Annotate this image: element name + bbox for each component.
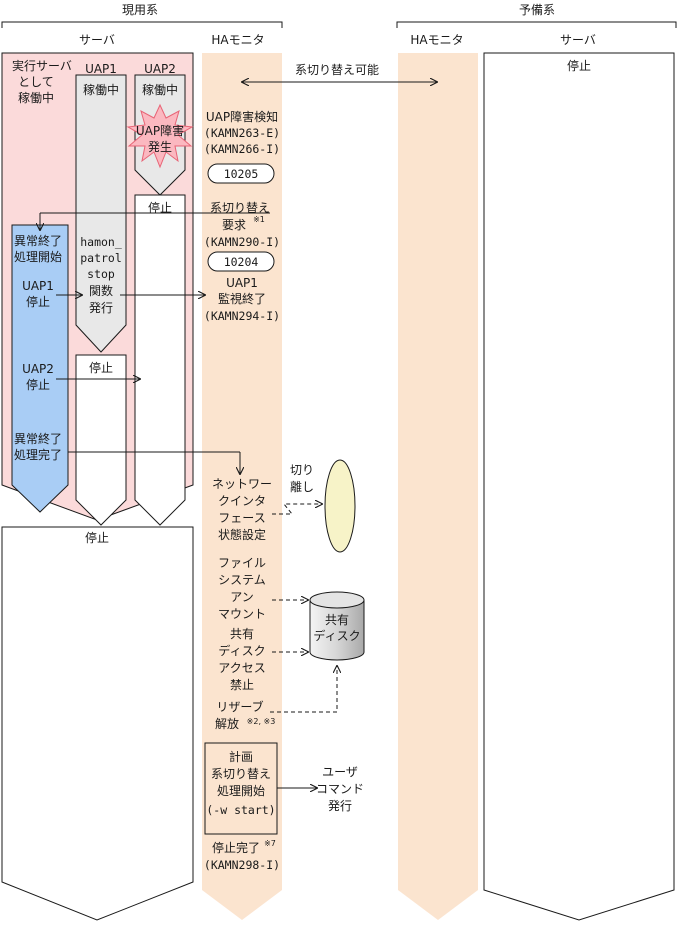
stop-done-code: (KAMN298-I) (204, 858, 280, 872)
abnormal-done-label-2: 処理完了 (14, 447, 62, 462)
disk-label-1: 共有 (325, 613, 349, 627)
uap1-func-label-1: hamon_ (80, 235, 122, 249)
fs-label-4: マウント (218, 607, 266, 621)
detach-label-2: 離し (290, 480, 314, 494)
uap1-header: UAP1 (85, 62, 117, 76)
shared-disk-top (309, 591, 365, 609)
nic-label-3: フェース (218, 511, 265, 525)
standby-system-header: 予備系 (519, 2, 555, 17)
abnormal-start-label-1: 異常終了 (14, 233, 62, 248)
access-label-3: アクセス (218, 661, 265, 675)
user-cmd-label-2: コマンド (316, 782, 364, 796)
access-label-4: 禁止 (230, 678, 254, 692)
nic-label-1: ネットワー (212, 477, 272, 491)
access-label-1: 共有 (230, 627, 254, 641)
reserve-release-arrow (270, 666, 337, 713)
fs-label-3: アン (230, 590, 254, 604)
request-label-2: 要求 (222, 218, 246, 232)
uap2-stop-label-2: 停止 (26, 377, 50, 392)
ha-monitor-header: HAモニタ (211, 33, 264, 47)
reserve-label-2: 解放 (215, 716, 239, 731)
uap1-running-label: 稼働中 (83, 82, 119, 97)
active-system-bracket (1, 21, 283, 28)
uap1-func-label-3: stop (87, 267, 115, 281)
planned-label-4: (-w start) (206, 803, 275, 817)
reserve-note: ※2, ※3 (247, 717, 276, 726)
server-header: サーバ (79, 33, 115, 47)
monitor-end-label-2: 監視終了 (218, 291, 266, 306)
nic-detach-ellipse (324, 459, 356, 553)
uap1-func-label-5: 発行 (89, 301, 113, 315)
code-badge-1-label: 10205 (224, 167, 259, 181)
planned-label-3: 処理開始 (217, 784, 265, 798)
planned-label-1: 計画 (229, 749, 253, 764)
access-label-2: ディスク (218, 643, 265, 658)
standby-ha-monitor-header: HAモニタ (410, 33, 463, 47)
uap1-stop-label-2: 停止 (26, 294, 50, 309)
server-stopped-lane (1, 526, 194, 921)
stop-done-label: 停止完了 (212, 840, 260, 855)
uap1-func-label-4: 関数 (89, 283, 113, 298)
exec-server-label-3: 稼働中 (18, 90, 54, 105)
abnormal-done-label-1: 異常終了 (14, 431, 62, 446)
user-cmd-label-1: ユーザ (322, 765, 358, 779)
detect-label-2: (KAMN263-E) (204, 126, 280, 140)
request-label-1: 系切り替え (210, 201, 270, 215)
fs-label-1: ファイル (218, 556, 266, 570)
shared-disk-body (309, 600, 365, 661)
nic-label-4: 状態設定 (218, 527, 266, 542)
code-badge-1 (207, 163, 275, 184)
user-cmd-label-3: 発行 (328, 799, 352, 813)
code-badge-2 (207, 251, 275, 272)
reserve-label-1: リザーブ (216, 699, 263, 714)
nic-label-2: クインタ (218, 494, 266, 508)
standby-server-header: サーバ (560, 33, 596, 47)
active-system-header: 現用系 (122, 3, 158, 17)
exec-server-label-2: として (18, 75, 54, 89)
uap1-stopped-lane (75, 354, 127, 526)
standby-system-bracket (396, 21, 677, 28)
uap-failure-label-1: UAP障害 (136, 123, 184, 138)
standby-server-lane (483, 52, 675, 921)
server-stopped-label: 停止 (85, 530, 109, 545)
standby-stopped-label: 停止 (567, 58, 591, 73)
fs-label-2: システム (218, 573, 266, 587)
uap2-stop-label-1: UAP2 (22, 362, 54, 376)
abnormal-end-arrow (11, 224, 69, 513)
nic-detach-arrow (272, 504, 322, 515)
uap2-header: UAP2 (144, 62, 176, 76)
uap2-stopped-label: 停止 (148, 200, 172, 215)
abnormal-start-label-2: 処理開始 (14, 250, 62, 264)
planned-label-2: 系切り替え (211, 767, 271, 781)
uap-failure-burst (126, 103, 194, 169)
switchable-label: 系切り替え可能 (295, 63, 379, 77)
detect-label-3: (KAMN266-I) (204, 142, 280, 156)
uap2-running-label: 稼働中 (142, 82, 178, 97)
uap-failure-label-2: 発生 (148, 140, 172, 154)
code-badge-2-label: 10204 (224, 255, 259, 269)
disk-label-2: ディスク (313, 628, 360, 643)
stop-done-note: ※7 (264, 839, 276, 848)
detect-label-1: UAP障害検知 (206, 109, 278, 124)
uap1-stop-label-1: UAP1 (22, 279, 54, 293)
request-note: ※1 (253, 215, 265, 224)
switchable-label-bg (284, 60, 392, 78)
standby-ha-monitor-bar (398, 53, 478, 920)
uap1-stopped-label: 停止 (89, 360, 113, 375)
request-label-3: (KAMN290-I) (204, 235, 280, 249)
uap1-func-label-2: patrol (80, 251, 122, 265)
detach-label-1: 切り (290, 463, 314, 477)
shared-disk (309, 591, 365, 661)
monitor-end-label-3: (KAMN294-I) (204, 309, 280, 323)
uap2-stopped-lane (134, 194, 186, 526)
exec-server-label-1: 実行サーバ (12, 58, 72, 73)
monitor-end-label-1: UAP1 (226, 276, 258, 290)
